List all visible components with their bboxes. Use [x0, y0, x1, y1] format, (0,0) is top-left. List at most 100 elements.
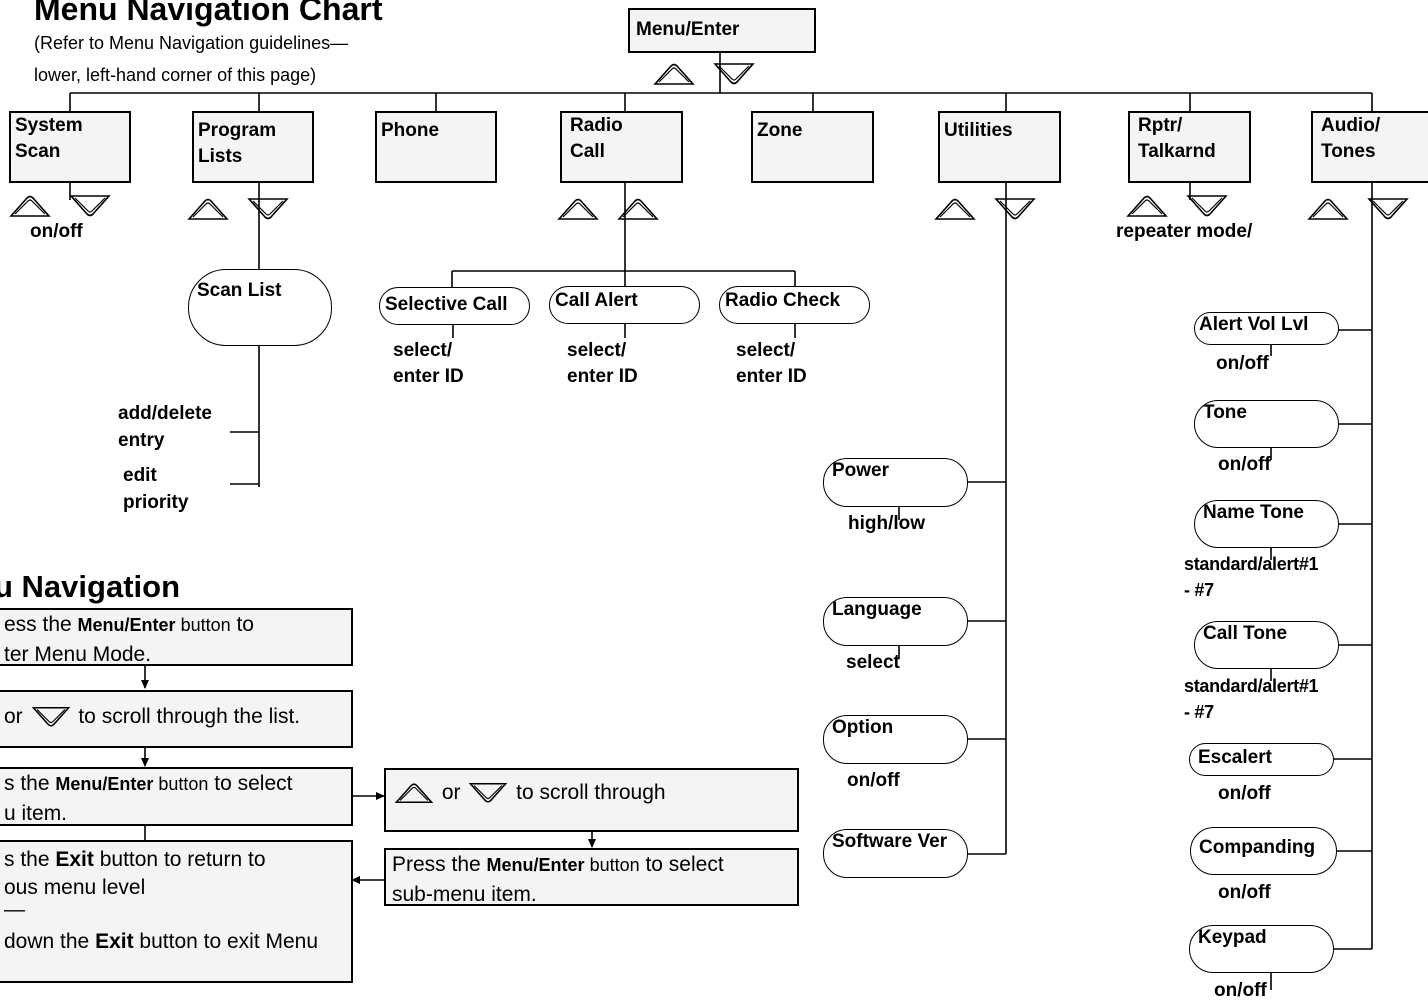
- menu-utilities[interactable]: Utilities: [938, 111, 1061, 183]
- step-text: to: [230, 613, 254, 636]
- system-scan-line1: System: [15, 115, 83, 136]
- call-tone-item[interactable]: Call Tone: [1194, 621, 1339, 669]
- language-label: Language: [832, 599, 922, 620]
- step-text: to scroll through the list.: [72, 705, 301, 728]
- companding-option: on/off: [1218, 882, 1271, 903]
- radio-call-line2: Call: [570, 141, 605, 162]
- step-line2: sub-menu item.: [392, 883, 537, 906]
- software-ver-item[interactable]: Software Ver: [823, 829, 968, 878]
- rptr-talkarnd-line1: Rptr/: [1138, 115, 1183, 136]
- power-item[interactable]: Power: [823, 458, 968, 507]
- option-line1: add/delete: [118, 403, 212, 424]
- up-arrow-icon: [1126, 195, 1168, 217]
- down-arrow-icon: [1367, 198, 1409, 220]
- menu-rptr-talkarnd[interactable]: Rptr/ Talkarnd: [1128, 111, 1251, 183]
- guide-step-scroll-submenu: or to scroll through: [384, 768, 799, 832]
- step-line2: ter Menu Mode.: [4, 643, 152, 666]
- guide-heading: u Navigation: [0, 569, 181, 604]
- down-arrow-icon: [994, 198, 1036, 220]
- software-ver-label: Software Ver: [832, 831, 948, 852]
- escalert-item[interactable]: Escalert: [1189, 743, 1334, 776]
- exit-button-name: Exit: [55, 848, 94, 871]
- utilities-scroll-buttons: [934, 195, 1038, 227]
- guide-step-select-submenu: Press the Menu/Enter button to select su…: [384, 848, 799, 906]
- name-tone-label: Name Tone: [1203, 502, 1305, 523]
- option-line2: - #7: [1184, 580, 1214, 600]
- menu-enter-button-name: Menu/Enter: [486, 855, 585, 875]
- escalert-option: on/off: [1218, 783, 1271, 804]
- exit-button-name: Exit: [95, 930, 134, 953]
- menu-zone[interactable]: Zone: [751, 111, 874, 183]
- scan-list-label: Scan List: [197, 280, 282, 301]
- menu-phone[interactable]: Phone: [375, 111, 497, 183]
- tone-label: Tone: [1203, 402, 1247, 423]
- language-item[interactable]: Language: [823, 597, 968, 646]
- step-line2: ous menu level: [4, 876, 146, 899]
- step-line2: u item.: [4, 802, 68, 825]
- step-text: button: [175, 615, 231, 635]
- rptr-option: repeater mode/: [1116, 221, 1253, 242]
- power-label: Power: [832, 460, 890, 481]
- option-line1: select/: [393, 340, 453, 361]
- radio-call-scroll-buttons: [557, 195, 661, 227]
- guide-step-scroll-list: or to scroll through the list.: [0, 690, 353, 748]
- up-arrow-icon: [9, 195, 51, 217]
- system-scan-scroll-buttons: [9, 192, 113, 224]
- scan-list-option-edit-priority: edit priority: [123, 462, 188, 516]
- name-tone-item[interactable]: Name Tone: [1194, 500, 1339, 548]
- step-line3: —: [4, 898, 25, 921]
- down-arrow-icon: [247, 198, 289, 220]
- alert-vol-lvl-item[interactable]: Alert Vol Lvl: [1194, 312, 1339, 345]
- guide-step-select-item: s the Menu/Enter button to select u item…: [0, 767, 353, 826]
- step-text: to scroll through: [510, 781, 666, 804]
- tone-item[interactable]: Tone: [1194, 400, 1339, 448]
- option-line2: enter ID: [736, 366, 807, 387]
- alert-vol-lvl-label: Alert Vol Lvl: [1199, 314, 1309, 335]
- audio-tones-scroll-buttons: [1307, 195, 1411, 227]
- audio-tones-line1: Audio/: [1321, 115, 1381, 136]
- menu-program-lists[interactable]: Program Lists: [192, 111, 314, 183]
- program-lists-scroll-buttons: [187, 195, 291, 227]
- radio-check-label: Radio Check: [725, 290, 841, 311]
- option-line1: select/: [567, 340, 627, 361]
- step-text: Press the: [392, 853, 487, 876]
- scan-list-option-add-delete: add/delete entry: [118, 400, 212, 454]
- audio-tones-line2: Tones: [1321, 141, 1376, 162]
- down-arrow-icon: [31, 707, 70, 728]
- up-arrow-icon: [1307, 198, 1349, 220]
- step-text: to select: [208, 772, 293, 795]
- keypad-label: Keypad: [1198, 927, 1267, 948]
- power-option: high/low: [848, 513, 926, 534]
- name-tone-option: standard/alert#1 - #7: [1184, 551, 1319, 603]
- down-arrow-icon: [69, 195, 111, 217]
- companding-item[interactable]: Companding: [1190, 827, 1337, 875]
- radio-check-item[interactable]: Radio Check: [719, 286, 870, 324]
- phone-label: Phone: [381, 120, 440, 141]
- radio-check-option: select/ enter ID: [736, 338, 807, 390]
- root-scroll-buttons: [653, 58, 757, 90]
- option-item[interactable]: Option: [823, 715, 968, 764]
- menu-radio-call[interactable]: Radio Call: [560, 111, 683, 183]
- up-arrow-icon: [187, 198, 229, 220]
- tone-option: on/off: [1218, 454, 1271, 475]
- selective-call-item[interactable]: Selective Call: [379, 287, 530, 325]
- option-label: Option: [832, 717, 894, 738]
- menu-audio-tones[interactable]: Audio/ Tones: [1311, 111, 1428, 183]
- step-text: or: [4, 705, 29, 728]
- scan-list-item[interactable]: Scan List: [188, 269, 332, 346]
- system-scan-line2: Scan: [15, 141, 61, 162]
- step-text: or: [436, 781, 467, 804]
- step-text: down the: [4, 930, 96, 953]
- step-text: button: [153, 774, 209, 794]
- option-line2: - #7: [1184, 702, 1214, 722]
- down-arrow-icon: [1186, 195, 1228, 217]
- call-alert-item[interactable]: Call Alert: [549, 286, 700, 324]
- step-text: s the: [4, 848, 56, 871]
- chart-subtitle-line1: (Refer to Menu Navigation guidelines—: [34, 33, 349, 53]
- alert-vol-lvl-option: on/off: [1216, 353, 1269, 374]
- menu-system-scan[interactable]: System Scan: [9, 111, 131, 183]
- option-line1: edit: [123, 465, 157, 486]
- keypad-item[interactable]: Keypad: [1189, 925, 1334, 973]
- language-option: select: [846, 652, 900, 673]
